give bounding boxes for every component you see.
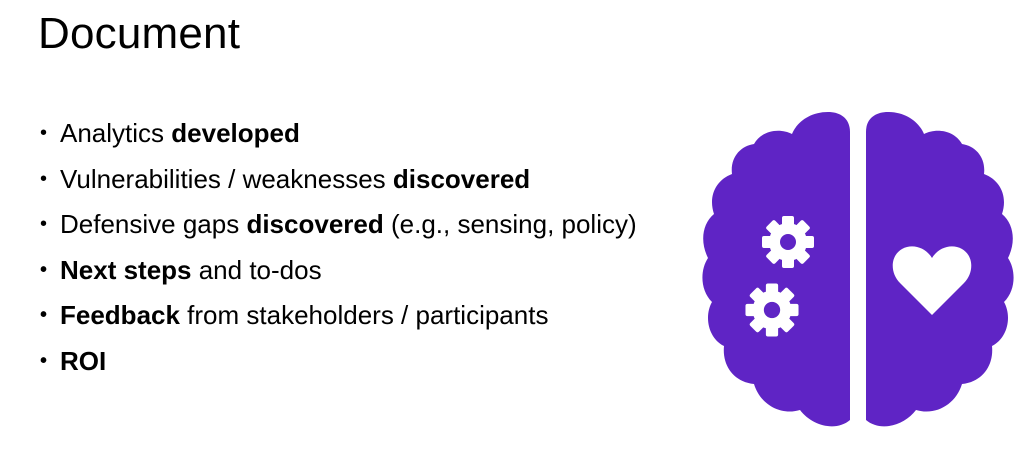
gear-icon (762, 216, 814, 268)
bullet-text: Vulnerabilities / weaknesses (60, 163, 393, 194)
bullet-list: • Analytics developed • Vulnerabilities … (40, 118, 710, 391)
bullet-text-bold: discovered (246, 209, 384, 239)
bullet-dot: • (40, 258, 48, 281)
bullet-text: Analytics (60, 118, 172, 148)
bullet-dot: • (40, 213, 48, 235)
bullet-item-defensive-gaps: • Defensive gaps discovered (e.g., sensi… (40, 209, 710, 239)
bullet-item-next-steps: • Next steps and to-dos (40, 255, 710, 285)
bullet-dot: • (40, 167, 48, 190)
gear-icon (745, 283, 799, 337)
bullet-text-bold: Next steps (60, 254, 192, 285)
bullet-text: and to-dos (191, 254, 322, 285)
bullet-item-vulnerabilities: • Vulnerabilities / weaknesses discovere… (40, 164, 710, 194)
bullet-text-bold: discovered (392, 163, 531, 194)
bullet-text-bold: Feedback (60, 300, 180, 330)
bullet-dot: • (40, 349, 48, 372)
brain-left-hemisphere (702, 112, 850, 427)
bullet-item-feedback: • Feedback from stakeholders / participa… (40, 300, 710, 330)
bullet-dot: • (40, 122, 48, 144)
brain-icon (702, 112, 1014, 427)
bullet-text-bold: developed (171, 118, 300, 148)
bullet-item-analytics: • Analytics developed (40, 118, 710, 148)
bullet-text-bold: ROI (60, 345, 107, 376)
bullet-dot: • (40, 304, 48, 326)
slide-title: Document (38, 9, 241, 58)
bullet-item-roi: • ROI (40, 346, 710, 376)
bullet-text: (e.g., sensing, policy) (383, 209, 637, 239)
heart-icon (892, 246, 972, 315)
bullet-text: Defensive gaps (60, 209, 247, 239)
bullet-text: from stakeholders / participants (179, 300, 549, 330)
